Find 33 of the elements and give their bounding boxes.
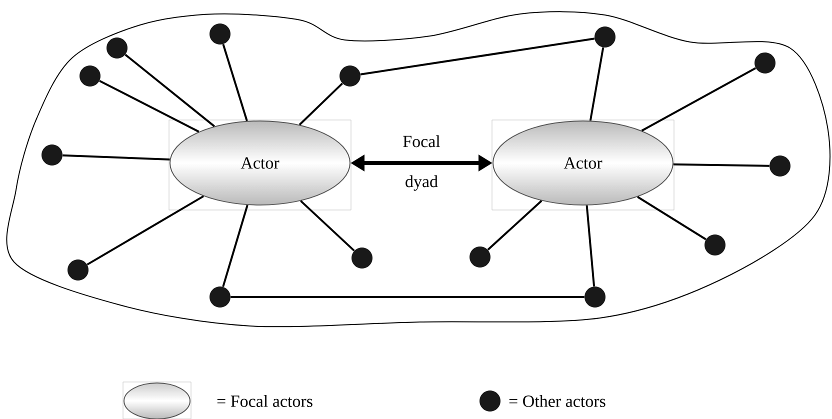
- legend-text: = Focal actors: [217, 395, 312, 407]
- connector-line: [300, 200, 355, 252]
- actor-dot: [68, 260, 88, 280]
- connector-line: [673, 163, 770, 167]
- connector-line: [124, 54, 215, 128]
- actor-dot: [754, 52, 776, 74]
- connector-line: [222, 204, 248, 288]
- connector-line: [222, 44, 248, 122]
- connector-line: [230, 296, 584, 298]
- actor-dot: [210, 24, 230, 44]
- connector-line: [99, 80, 200, 133]
- connector-line: [641, 67, 756, 132]
- legend-text: = Other actors: [509, 395, 606, 407]
- connector-line: [360, 38, 595, 76]
- connector-line: [586, 205, 596, 286]
- actor-dot: [42, 144, 62, 166]
- actor-dot: [210, 286, 230, 308]
- connector-line: [637, 196, 706, 240]
- connector-line: [589, 47, 604, 121]
- edge-label: Focal dyad: [403, 135, 440, 191]
- actor-dot: [704, 234, 726, 256]
- actor-dot: [770, 156, 790, 176]
- actor-dot: [106, 38, 128, 58]
- connector-line: [487, 200, 542, 251]
- connector-line: [298, 82, 344, 126]
- actor-dot: [352, 248, 372, 268]
- actor-dot: [470, 246, 490, 268]
- actor-dot: [80, 66, 100, 86]
- actor-dot: [594, 26, 616, 48]
- actor-dot: [340, 66, 360, 86]
- connector-line: [62, 154, 170, 161]
- actor-dot: [584, 286, 606, 308]
- connector-line: [86, 195, 204, 266]
